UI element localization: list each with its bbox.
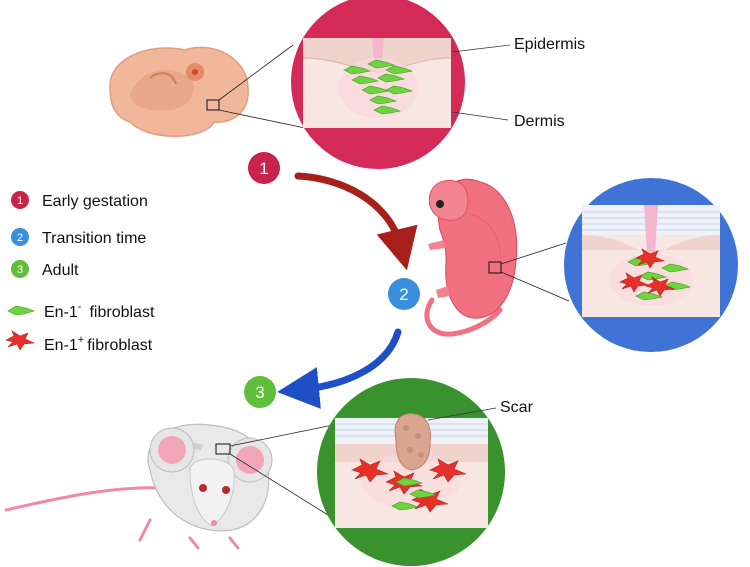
epidermis-pointer bbox=[451, 44, 511, 53]
zoom-line bbox=[218, 44, 294, 101]
legend-item-early-gestation: 1 Early gestation bbox=[11, 191, 148, 210]
stage-badge-1-number: 1 bbox=[259, 159, 268, 178]
en1-negative-fibroblast-icon bbox=[7, 305, 35, 316]
stage-badge-3: 3 bbox=[244, 376, 276, 408]
zoom-line bbox=[218, 109, 306, 129]
svg-text:1: 1 bbox=[17, 195, 23, 207]
zoom-line bbox=[229, 423, 339, 447]
scar-pointer bbox=[427, 407, 497, 421]
en1-positive-suffix: fibroblast bbox=[87, 337, 152, 354]
zoom-line bbox=[500, 271, 570, 302]
svg-text:En-1+fibroblast: En-1+fibroblast bbox=[44, 334, 153, 354]
legend-label-transition-time: Transition time bbox=[42, 230, 146, 247]
stage-badge-3-number: 3 bbox=[255, 383, 264, 402]
dermis-label: Dermis bbox=[514, 113, 565, 130]
svg-text:3: 3 bbox=[17, 264, 23, 276]
en1-negative-prefix: En-1 bbox=[44, 304, 78, 321]
adult-mouse-illustration bbox=[4, 423, 273, 550]
legend-item-adult: 3 Adult bbox=[11, 260, 79, 279]
red-transition-arrow bbox=[294, 172, 418, 271]
newborn-pup-illustration bbox=[424, 178, 518, 337]
en1-positive-prefix: En-1 bbox=[44, 337, 78, 354]
zoom-line bbox=[229, 453, 337, 521]
scar-label: Scar bbox=[500, 399, 534, 416]
fibroblast-cluster-en1-negative bbox=[343, 59, 414, 115]
dermis-pointer bbox=[451, 111, 509, 121]
fibroblast-cluster-en1-positive bbox=[351, 458, 467, 513]
legend-label-adult: Adult bbox=[42, 262, 79, 279]
legend-item-en1-negative-fibroblast: En-1-fibroblast bbox=[7, 301, 155, 321]
legend: 1 Early gestation 2 Transition time 3 Ad… bbox=[5, 191, 155, 354]
stage1-skin-circle bbox=[291, 0, 465, 169]
en1-positive-sign: + bbox=[78, 334, 84, 346]
stage2-skin-circle bbox=[564, 178, 738, 352]
svg-text:2: 2 bbox=[17, 232, 23, 244]
stage3-skin-circle bbox=[317, 378, 505, 566]
en1-positive-fibroblast-icon bbox=[5, 330, 36, 351]
fibroblast-cluster-mixed bbox=[619, 248, 692, 301]
legend-label-early-gestation: Early gestation bbox=[42, 193, 148, 210]
legend-item-transition-time: 2 Transition time bbox=[11, 228, 146, 247]
en1-negative-suffix: fibroblast bbox=[89, 304, 154, 321]
zoom-line bbox=[500, 242, 567, 265]
epidermis-label: Epidermis bbox=[514, 36, 585, 53]
stage-badge-2-number: 2 bbox=[399, 285, 408, 304]
legend-item-en1-positive-fibroblast: En-1+fibroblast bbox=[5, 330, 153, 354]
embryo-illustration bbox=[109, 46, 249, 137]
svg-text:En-1-fibroblast: En-1-fibroblast bbox=[44, 301, 155, 321]
blue-transition-arrow bbox=[277, 328, 402, 409]
en1-negative-sign: - bbox=[78, 301, 82, 313]
scar-tissue bbox=[394, 413, 431, 471]
stage-badge-1: 1 bbox=[248, 152, 280, 184]
stage-badge-2: 2 bbox=[388, 278, 420, 310]
